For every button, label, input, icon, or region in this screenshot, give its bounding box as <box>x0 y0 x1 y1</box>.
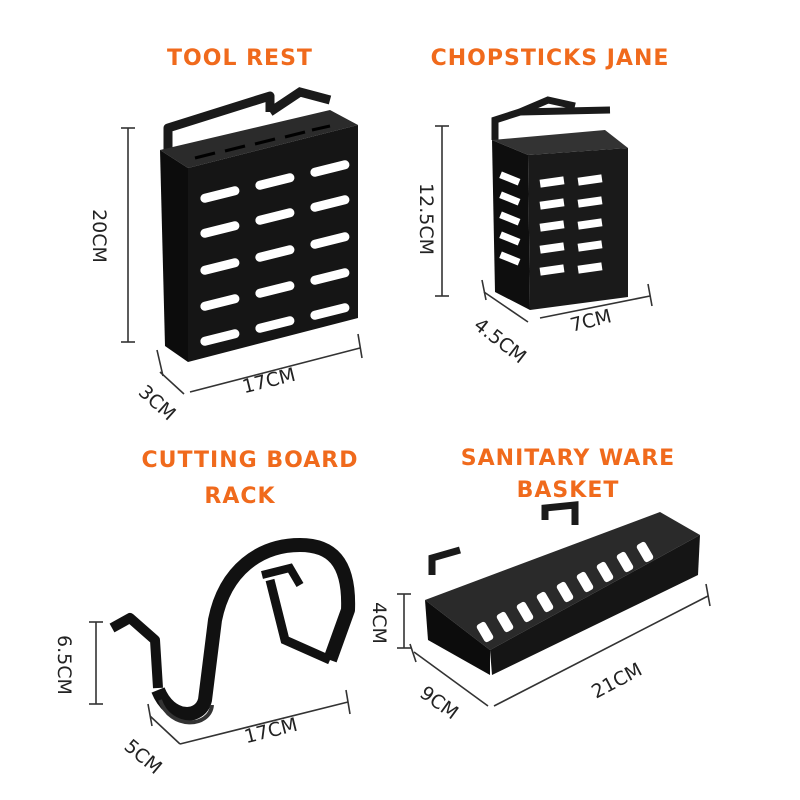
chopsticks-height-label: 12.5CM <box>414 183 437 255</box>
tool-rest-title: TOOL REST <box>167 46 313 71</box>
cutting-board-title-line2: RACK <box>204 484 276 509</box>
basket-height-label: 4CM <box>367 602 390 644</box>
cutting-board-title-line1: CUTTING BOARD <box>141 448 359 473</box>
tool-rest-image <box>160 87 358 362</box>
cutting-board-dimension-lines <box>89 621 351 745</box>
tool-rest-height-label: 20CM <box>87 209 110 263</box>
tool-rest-dimension-lines <box>121 127 363 395</box>
sanitary-basket-image <box>425 501 700 675</box>
basket-title-line1: SANITARY WARE <box>460 446 676 471</box>
chopsticks-dimension-lines <box>435 125 653 323</box>
basket-title-line2: BASKET <box>516 478 620 503</box>
cutting-board-height-label: 6.5CM <box>52 635 75 695</box>
basket-dimension-lines <box>397 583 711 707</box>
chopsticks-holder-image <box>491 96 628 310</box>
chopsticks-title: CHOPSTICKS JANE <box>430 46 670 71</box>
cutting-board-rack-image <box>109 538 356 725</box>
